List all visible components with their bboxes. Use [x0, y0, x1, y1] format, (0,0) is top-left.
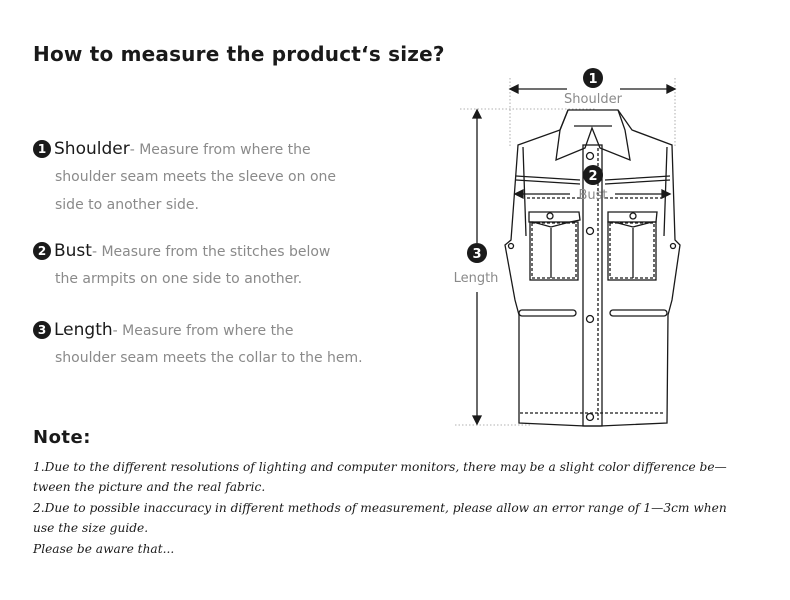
vest-illustration — [455, 78, 681, 427]
note-line: Please be aware that... — [33, 541, 175, 556]
note-line: 2.Due to possible inaccuracy in differen… — [33, 500, 727, 515]
number-2: 2 — [588, 169, 597, 184]
bust-label: Bust — [578, 188, 607, 203]
measurement-arrows — [471, 83, 677, 426]
shoulder-label: Shoulder — [564, 92, 623, 107]
note-title: Note: — [33, 427, 91, 448]
measurement-desc: - Measure from where the — [112, 323, 294, 339]
number-3: 3 — [472, 247, 481, 262]
number-badge: 1 — [33, 140, 51, 158]
number-1: 1 — [588, 72, 597, 87]
measurement-desc: shoulder seam meets the collar to the he… — [55, 350, 363, 366]
number-badge: 3 — [33, 321, 51, 339]
number-badge: 2 — [33, 242, 51, 260]
measurement-desc: shoulder seam meets the sleeve on one — [55, 169, 336, 185]
measurement-desc: the armpits on one side to another. — [55, 271, 303, 287]
length-label: Length — [454, 271, 499, 286]
measurement-desc: - Measure from the stitches below — [91, 244, 331, 260]
measurement-name: Shoulder — [54, 139, 130, 159]
number-badge-1 — [583, 68, 603, 88]
measurement-desc: side to another side. — [55, 197, 199, 213]
note-line: use the size guide. — [33, 521, 149, 536]
number-badge-2 — [583, 165, 603, 185]
number-badge-3 — [467, 243, 487, 263]
measurement-desc: - Measure from where the — [129, 142, 311, 158]
note-line: 1.Due to the different resolutions of li… — [33, 460, 727, 474]
measurement-name: Bust — [54, 241, 92, 261]
page-title: How to measure the product‘s size? — [33, 42, 445, 66]
note-text: 1.Due to the different resolutions of li… — [33, 457, 768, 559]
note-line: tween the picture and the real fabric. — [33, 480, 266, 495]
measurement-name: Length — [54, 320, 113, 340]
